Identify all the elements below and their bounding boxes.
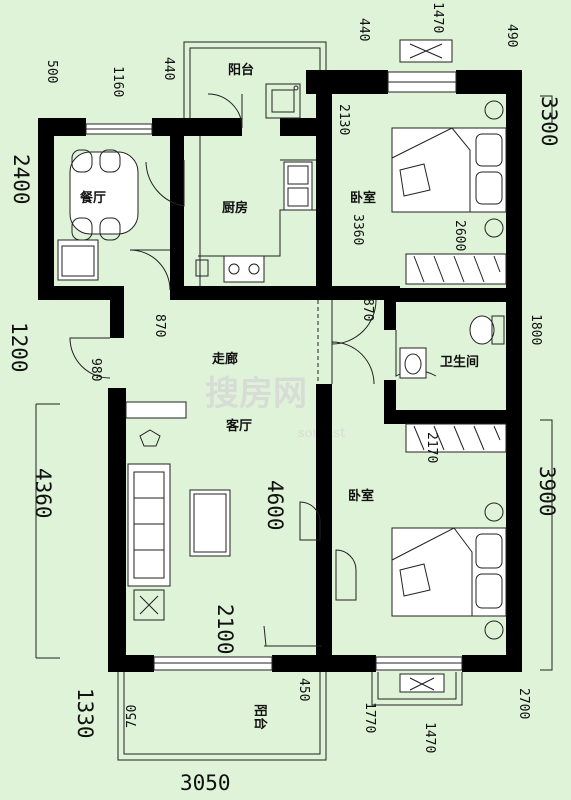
label-dining: 餐厅 [79, 190, 106, 206]
dim-3900: 3900 [535, 466, 559, 517]
kitchen-counter [195, 136, 316, 286]
dim-2700: 2700 [516, 688, 531, 719]
label-bathroom: 卫生间 [440, 354, 479, 370]
label-corridor: 走廊 [212, 351, 238, 367]
dim-1770: 1770 [362, 702, 377, 733]
dim-4360: 4360 [31, 468, 55, 519]
dim-500: 500 [44, 60, 59, 83]
bed-south [299, 423, 507, 640]
dim-2130: 2130 [336, 104, 351, 135]
balcony-bottom-outline [117, 672, 463, 761]
watermark-logo: 搜房网 [205, 374, 307, 414]
dim-2170: 2170 [424, 432, 439, 463]
windows [85, 39, 463, 693]
bathroom-fixtures [399, 315, 505, 379]
doors [69, 93, 437, 385]
bed-north [391, 100, 507, 285]
dining-table [57, 149, 139, 281]
label-bedroom-north: 卧室 [350, 190, 376, 206]
walls [38, 70, 522, 672]
label-bedroom-south: 卧室 [348, 488, 374, 504]
label-balcony-bottom: 阳台 [252, 704, 268, 730]
dim-3300: 3300 [537, 96, 561, 147]
label-balcony-top: 阳台 [228, 62, 254, 78]
dim-1470: 1470 [422, 722, 437, 753]
dim-1160: 1160 [110, 66, 125, 97]
dim-3360: 3360 [350, 214, 365, 245]
washer [265, 83, 301, 119]
dim-1200: 1200 [7, 322, 31, 373]
living-furniture [125, 401, 231, 621]
dim-870: 870 [152, 314, 167, 337]
dim-2400: 2400 [9, 154, 33, 205]
dim-870b: 870 [360, 298, 375, 321]
dim-1470-top: 1470 [430, 2, 445, 33]
dim-980: 980 [88, 358, 103, 381]
dim-2600: 2600 [452, 220, 467, 251]
dim-2100: 2100 [213, 604, 237, 655]
dim-3050: 3050 [180, 771, 231, 795]
dim-1330: 1330 [73, 688, 97, 739]
dim-450: 450 [296, 678, 311, 701]
dim-4600: 4600 [263, 480, 287, 531]
dimension-marks: 500 1160 440 2400 1200 4360 1330 3050 75… [7, 2, 561, 795]
dim-440: 440 [161, 57, 176, 80]
label-living: 客厅 [226, 418, 252, 434]
balcony-top [183, 41, 327, 118]
label-kitchen: 厨房 [222, 200, 248, 216]
dim-750: 750 [125, 705, 140, 728]
dim-1800: 1800 [528, 314, 543, 345]
room-labels: 阳台 餐厅 厨房 卧室 卫生间 走廊 客厅 卧室 阳台 [79, 62, 479, 730]
dim-top-left: 440 [356, 18, 371, 41]
dim-490: 490 [504, 24, 519, 47]
